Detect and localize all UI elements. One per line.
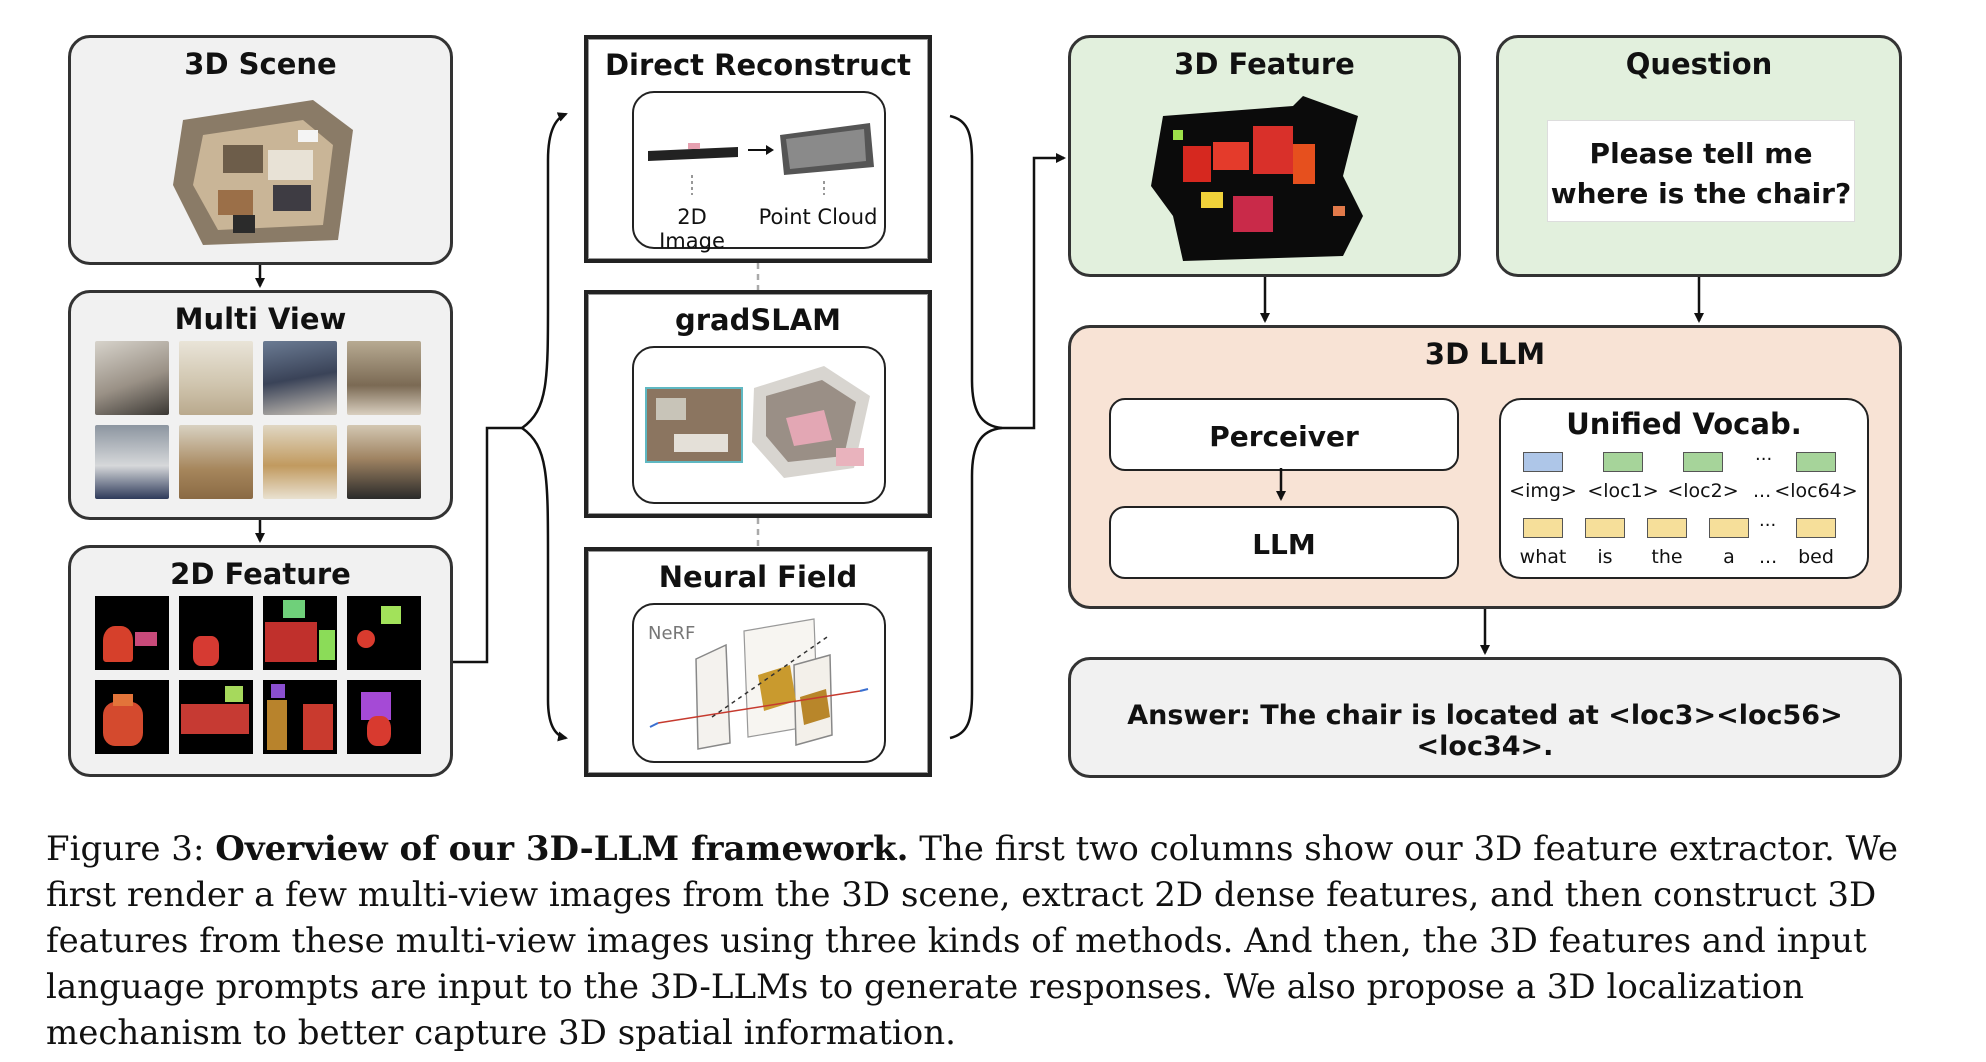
scene-image <box>163 90 363 252</box>
word-token <box>1647 518 1687 538</box>
llm-box: LLM <box>1109 506 1459 579</box>
loc-token <box>1683 452 1723 472</box>
scene-title: 3D Scene <box>184 47 337 81</box>
img-token <box>1523 452 1563 472</box>
figure-caption: Figure 3: Overview of our 3D-LLM framewo… <box>46 826 1926 1056</box>
caption-prefix: Figure 3: <box>46 829 216 869</box>
direct-reconstruct-illustration: 2D Image Point Cloud <box>632 91 886 253</box>
word-token <box>1709 518 1749 538</box>
loc-token <box>1603 452 1643 472</box>
question-title: Question <box>1625 47 1773 81</box>
multi-view-title: Multi View <box>174 302 347 336</box>
token-label: ... <box>1753 480 1772 502</box>
view-thumbnail <box>95 341 169 415</box>
feature-map <box>95 596 169 670</box>
perceiver-label: Perceiver <box>1209 420 1359 453</box>
question-line-1: Please tell me <box>1589 137 1813 170</box>
answer-panel: Answer: The chair is located at <loc3><l… <box>1068 657 1902 778</box>
word-token <box>1523 518 1563 538</box>
llm-3d-panel: 3D LLM Perceiver LLM Unified Vocab. ... … <box>1068 325 1902 609</box>
feature-map <box>263 680 337 754</box>
feature-map <box>179 680 253 754</box>
token-label: the <box>1651 546 1683 568</box>
feature-map <box>95 680 169 754</box>
llm-label: LLM <box>1252 528 1316 561</box>
ellipsis: ... <box>1755 444 1773 465</box>
multi-view-panel: Multi View <box>68 290 453 520</box>
token-label: <loc1> <box>1587 480 1659 502</box>
feature-map <box>347 680 421 754</box>
view-thumbnail <box>263 341 337 415</box>
neural-field-title: Neural Field <box>658 560 858 594</box>
point-cloud-label: Point Cloud <box>758 205 878 229</box>
direct-reconstruct-panel: Direct Reconstruct 2D Image Point Cloud <box>584 35 932 263</box>
token-label: <loc64> <box>1774 480 1858 502</box>
ellipsis: ... <box>1759 510 1777 531</box>
feature-map <box>347 596 421 670</box>
view-thumbnail <box>179 425 253 499</box>
token-label: <loc2> <box>1667 480 1739 502</box>
feature-3d-image <box>1143 86 1383 266</box>
llm-3d-title: 3D LLM <box>1424 337 1546 371</box>
feature-3d-panel: 3D Feature <box>1068 35 1461 277</box>
feature-map <box>263 596 337 670</box>
caption-body: The first two columns show our 3D featur… <box>46 829 1898 1053</box>
gradslam-panel: gradSLAM <box>584 290 932 518</box>
direct-reconstruct-title: Direct Reconstruct <box>604 48 911 82</box>
view-thumbnail <box>95 425 169 499</box>
feature-2d-panel: 2D Feature <box>68 545 453 777</box>
gradslam-illustration <box>632 346 886 504</box>
unified-vocab-box: Unified Vocab. ... <img> <loc1> <loc2> .… <box>1499 398 1869 579</box>
question-line-2: where is the chair? <box>1550 177 1852 210</box>
view-thumbnail <box>179 341 253 415</box>
gradslam-title: gradSLAM <box>674 303 842 337</box>
question-panel: Question Please tell me where is the cha… <box>1496 35 1902 277</box>
token-label: is <box>1597 546 1613 568</box>
nerf-label: NeRF <box>648 623 696 644</box>
view-thumbnail <box>263 425 337 499</box>
view-thumbnail <box>347 425 421 499</box>
word-token <box>1796 518 1836 538</box>
loc-token <box>1796 452 1836 472</box>
token-label: ... <box>1759 546 1778 568</box>
word-token <box>1585 518 1625 538</box>
scene-panel: 3D Scene <box>68 35 453 265</box>
image-label: 2D Image <box>659 205 725 253</box>
question-card: Please tell me where is the chair? <box>1547 120 1855 222</box>
token-label: what <box>1519 546 1567 568</box>
neural-field-illustration: NeRF <box>632 603 886 763</box>
token-label: a <box>1723 546 1735 568</box>
perceiver-box: Perceiver <box>1109 398 1459 471</box>
token-label: <img> <box>1509 480 1577 502</box>
feature-map <box>179 596 253 670</box>
feature-2d-title: 2D Feature <box>170 557 351 591</box>
neural-field-panel: Neural Field NeRF <box>584 547 932 777</box>
caption-bold: Overview of our 3D-LLM framework. <box>215 829 909 869</box>
feature-3d-title: 3D Feature <box>1174 47 1355 81</box>
token-label: bed <box>1798 546 1834 568</box>
answer-text: Answer: The chair is located at <loc3><l… <box>1127 700 1843 762</box>
unified-vocab-title: Unified Vocab. <box>1566 407 1802 441</box>
view-thumbnail <box>347 341 421 415</box>
